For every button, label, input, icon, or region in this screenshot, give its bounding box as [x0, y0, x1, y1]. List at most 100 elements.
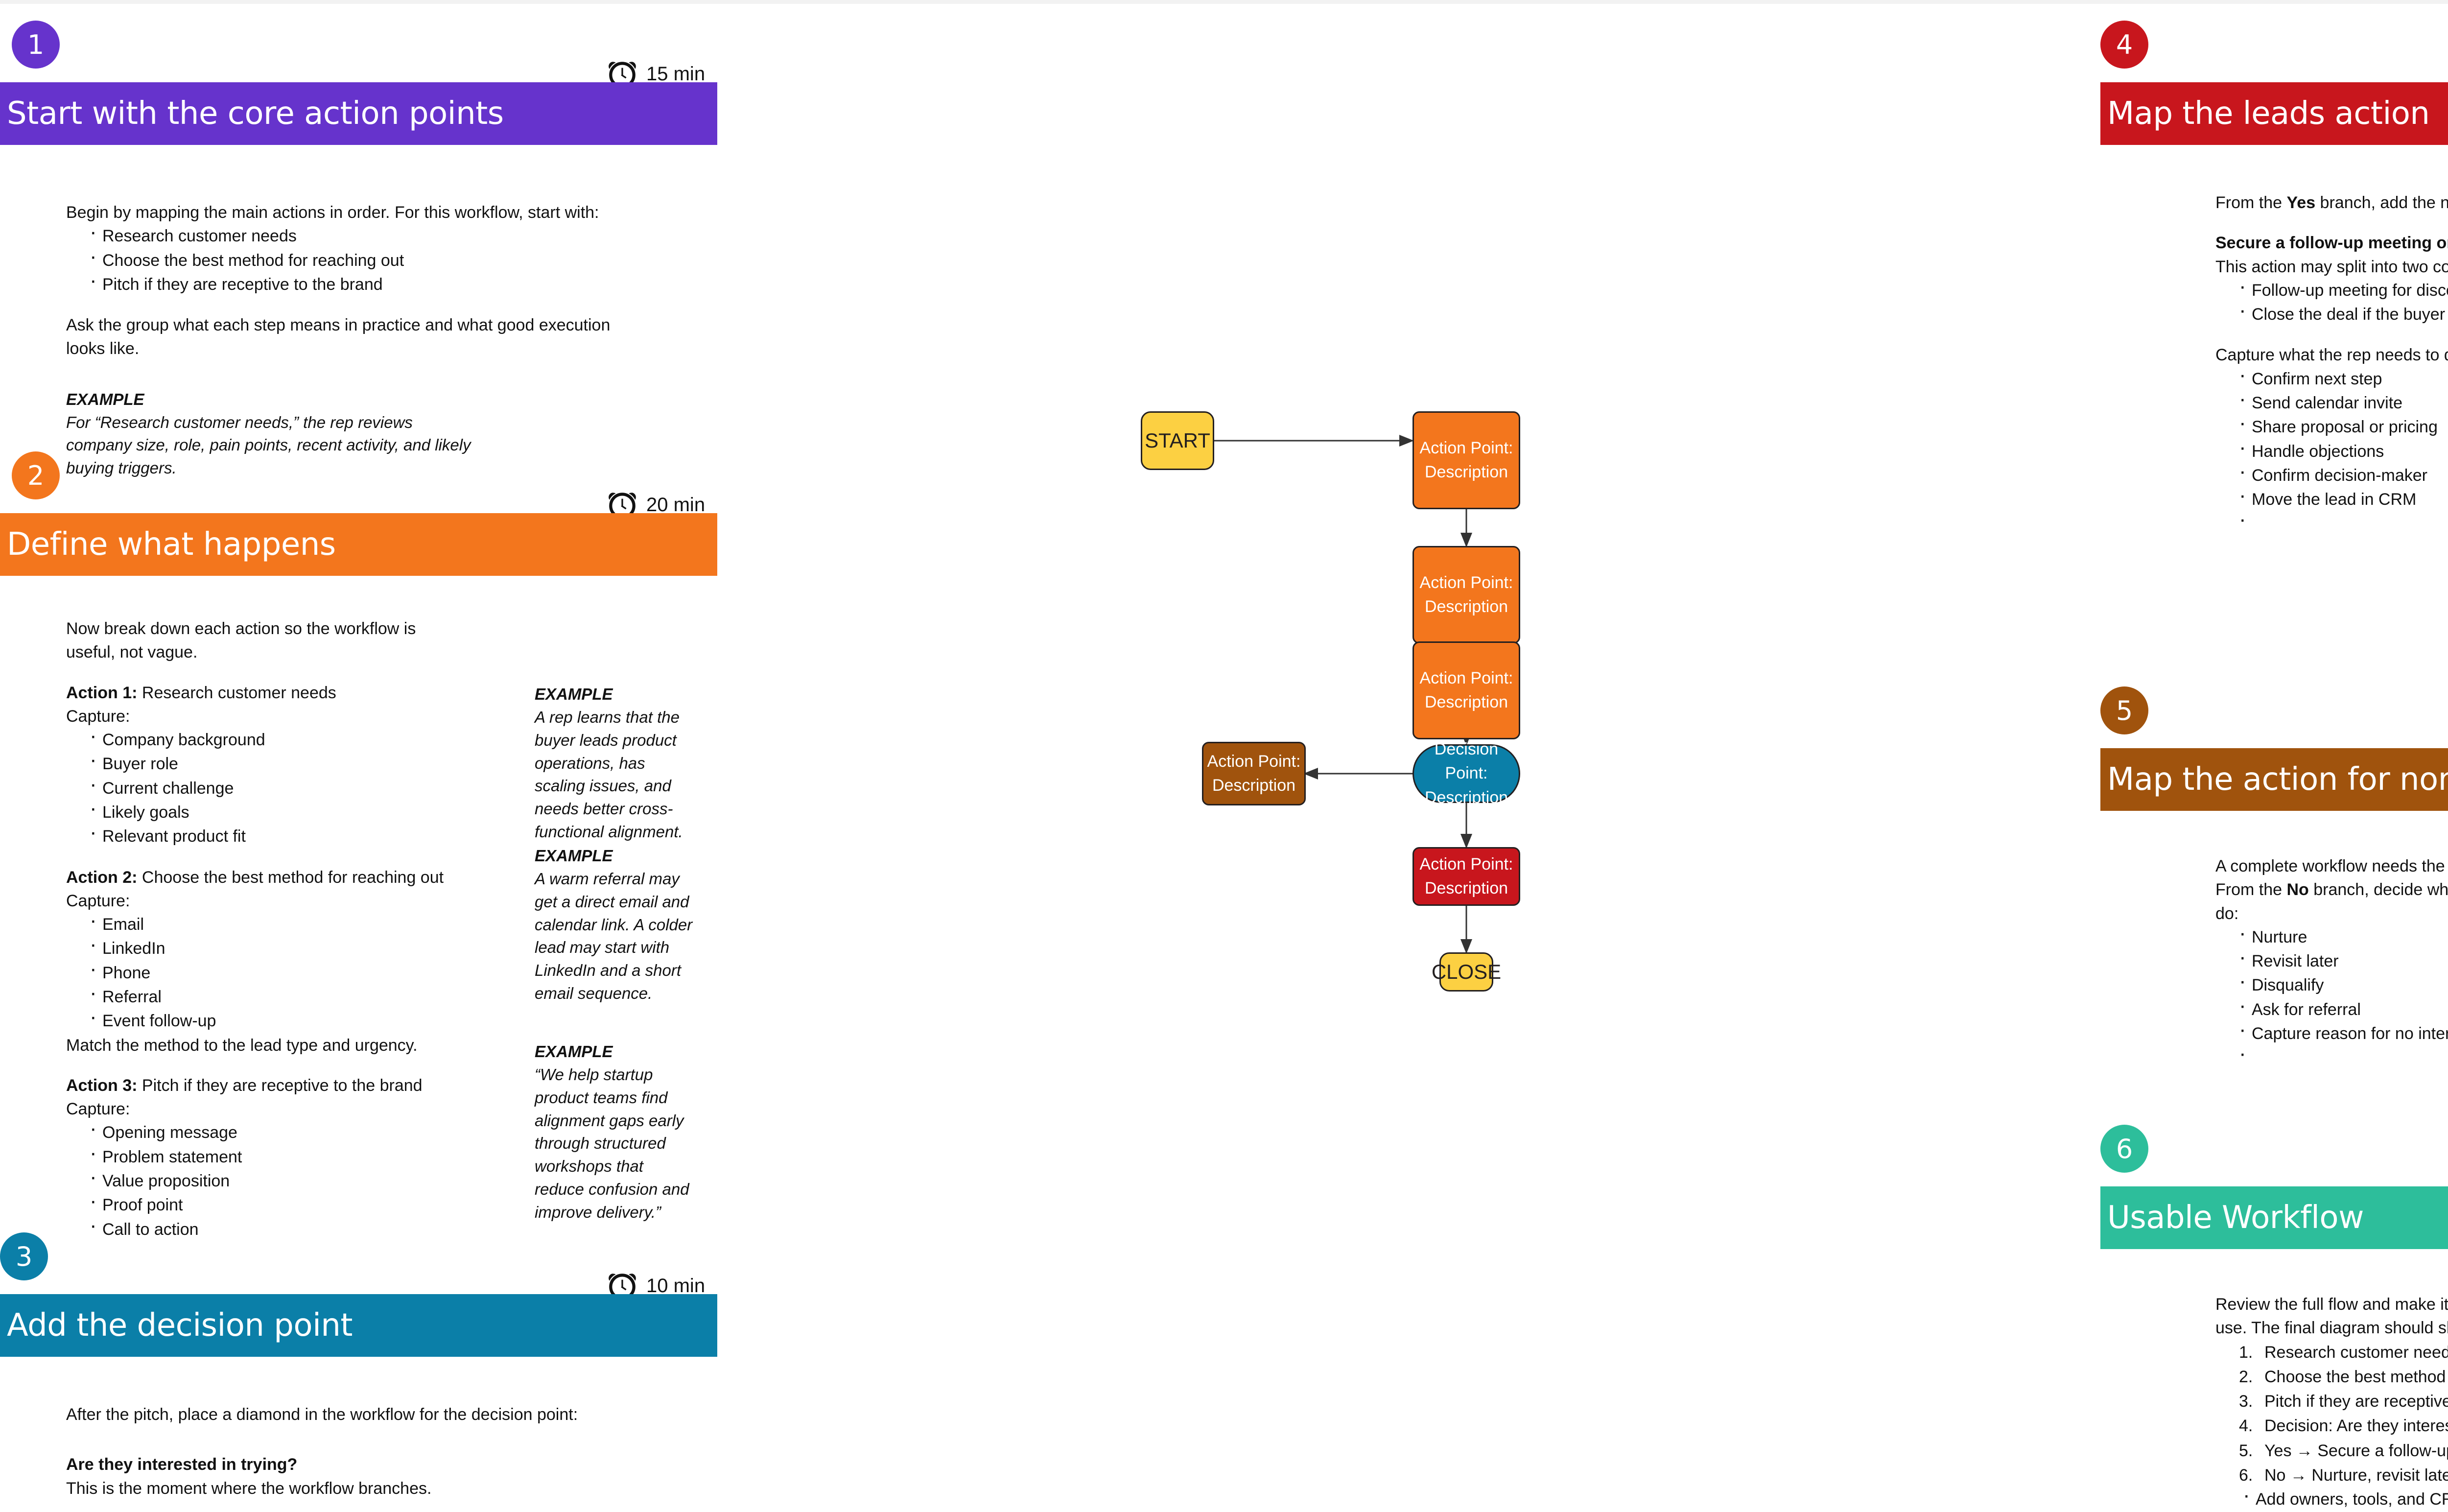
list-item: Handle objections [2235, 437, 2448, 464]
intro-prefix: From the [2215, 193, 2287, 212]
list-item: Follow-up meeting for discovery, demo, o… [2235, 276, 2448, 303]
step-2-body: Now break down each action so the workfl… [66, 617, 546, 1242]
step-2-title-bar: Define what happens [0, 513, 717, 576]
flow-node-start[interactable]: START [1141, 411, 1214, 470]
step-3-title-bar: Add the decision point [0, 1294, 717, 1357]
flow-node-action3[interactable]: Action Point: Description [1412, 641, 1520, 739]
step-6-header: 6 15 min [2100, 1114, 2448, 1187]
list-item: Yes → Secure a follow-up meeting or clos… [2239, 1439, 2448, 1464]
flow-node-noaction[interactable]: Action Point: Description [1202, 742, 1306, 805]
list-item: Referral [86, 982, 546, 1009]
step-5-header: 5 10 min [2100, 676, 2448, 749]
step-2-title: Define what happens [7, 526, 336, 563]
step-2-action-2-heading: Action 2: Choose the best method for rea… [66, 866, 546, 889]
subhead-text: Secure a follow-up meeting or close the … [2215, 234, 2448, 253]
list-item: Add owners, tools, and CRM stage names i… [2239, 1485, 2448, 1512]
flow-node-yesaction-line2: Description [1424, 879, 1508, 898]
example-text: “We help startup product teams find alig… [535, 1065, 689, 1222]
step-6-title: Usable Workflow [2107, 1200, 2364, 1236]
step-3-title: Add the decision point [7, 1307, 353, 1344]
list-item: Opening message [86, 1118, 546, 1145]
list-item: Confirm decision-maker [2235, 461, 2448, 488]
step-card-3: 3 10 min Add the decision point After th… [0, 1222, 720, 1498]
flow-node-action2-line1: Action Point: [1419, 573, 1513, 592]
step-5-title-bar: Map the action for non-interested leads [2100, 748, 2448, 811]
step-2-action-1-heading: Action 1: Research customer needs [66, 681, 546, 705]
flow-node-close-label: CLOSE [1431, 960, 1502, 983]
list-item: Buyer role [86, 749, 546, 776]
action-label: Action 3: [66, 1076, 138, 1095]
step-1-bullets: Research customer needs Choose the best … [86, 221, 629, 297]
action-name: Choose the best method for reaching out [141, 868, 444, 887]
step-card-6: 6 15 min Usable Workflow Review the full… [2100, 1114, 2448, 1509]
list-item: Disqualify [2235, 970, 2448, 997]
step-1-title: Start with the core action points [7, 95, 504, 132]
step-2-action-1-capture: Capture: [66, 707, 130, 726]
step-4-capture-items: Confirm next step Send calendar invite S… [2235, 364, 2448, 536]
step-4-intro: From the Yes branch, add the next action… [2215, 191, 2448, 214]
flow-node-start-label: START [1145, 428, 1210, 452]
flow-node-action2[interactable]: Action Point: Description [1412, 546, 1520, 644]
step-5-items: Nurture Revisit later Disqualify Ask for… [2235, 922, 2448, 1070]
step-2-action-2-capture: Capture: [66, 891, 130, 910]
step-3-intro: After the pitch, place a diamond in the … [66, 1405, 578, 1424]
step-1-example-text: For “Research customer needs,” the rep r… [66, 413, 471, 477]
step-3-body: After the pitch, place a diamond in the … [66, 1403, 629, 1500]
flow-node-action1[interactable]: Action Point: Description [1412, 411, 1520, 509]
list-item: Research customer needs [86, 221, 629, 248]
list-item: Ask for referral [2235, 995, 2448, 1022]
step-2-action-3-heading: Action 3: Pitch if they are receptive to… [66, 1074, 546, 1097]
step-2-action-2-items: Email LinkedIn Phone Referral Event foll… [86, 910, 546, 1033]
list-item: Move the lead in CRM [2235, 485, 2448, 512]
flow-node-action2-line2: Description [1424, 597, 1508, 616]
list-item: Close the deal if the buyer is ready now [2235, 300, 2448, 327]
list-item: No → Nurture, revisit later, or disquali… [2239, 1463, 2448, 1488]
step-card-1: 1 15 min Start with the core action poin… [0, 10, 720, 477]
top-strip [0, 0, 2448, 4]
example-text: A warm referral may get a direct email a… [535, 869, 693, 1003]
flow-node-close[interactable]: CLOSE [1432, 952, 1501, 992]
flow-node-decision[interactable]: Decision Point: Description [1412, 740, 1520, 807]
step-2-example-1: EXAMPLE A rep learns that the buyer lead… [535, 683, 696, 844]
list-item: Pitch if they are receptive to the brand [86, 270, 629, 297]
step-3-header: 3 10 min [0, 1222, 720, 1300]
action-label: Action 1: [66, 683, 138, 702]
flow-node-action3-line1: Action Point: [1419, 668, 1513, 687]
example-label: EXAMPLE [535, 1042, 613, 1061]
step-4-paths: Follow-up meeting for discovery, demo, o… [2235, 276, 2448, 327]
intro-prefix: A complete workflow needs the other bran… [2215, 857, 2448, 899]
flow-node-yesaction[interactable]: Action Point: Description [1412, 847, 1520, 906]
step-2-badge: 2 [12, 451, 60, 499]
step-6-intro: Review the full flow and make it practic… [2215, 1295, 2448, 1338]
step-4-subhead: Secure a follow-up meeting or close the … [2215, 231, 2448, 255]
step-6-tail: Add owners, tools, and CRM stage names i… [2239, 1485, 2448, 1512]
list-item: Research customer needs [2239, 1340, 2448, 1365]
step-2-example-2: EXAMPLE A warm referral may get a direct… [535, 845, 696, 1005]
step-card-2: 2 20 min Define what happens Now break d… [0, 441, 720, 1239]
flow-node-yesaction-line1: Action Point: [1419, 854, 1513, 874]
step-4-capture-label: Capture what the rep needs to do: [2215, 346, 2448, 365]
list-item: Share proposal or pricing [2235, 412, 2448, 439]
step-1-timer: 15 min [606, 58, 705, 90]
step-1-example-label: EXAMPLE [66, 390, 144, 408]
step-1-badge: 1 [12, 21, 60, 69]
list-item: Likely goals [86, 798, 546, 825]
flow-node-decision-line2: Description [1424, 788, 1508, 807]
list-item: Phone [86, 958, 546, 985]
intro-bold: No [2286, 880, 2309, 899]
step-5-badge: 5 [2100, 686, 2148, 734]
step-card-5: 5 10 min Map the action for non-interest… [2100, 676, 2448, 1065]
step-4-subline: This action may split into two common pa… [2215, 257, 2448, 276]
step-1-timer-label: 15 min [646, 63, 706, 85]
step-5-intro: A complete workflow needs the other bran… [2215, 854, 2448, 925]
step-3-question: Are they interested in trying? [66, 1453, 629, 1476]
action-name: Pitch if they are receptive to the brand [141, 1076, 423, 1095]
list-item: Pitch if they are receptive to the brand [2239, 1389, 2448, 1414]
step-1-closing: Ask the group what each step means in pr… [66, 316, 611, 358]
flow-node-noaction-line1: Action Point: [1207, 752, 1301, 771]
step-5-title: Map the action for non-interested leads [2107, 761, 2448, 798]
step-3-badge: 3 [0, 1232, 48, 1280]
list-item: Nurture [2235, 922, 2448, 949]
list-item: Choose the best method for reaching out [2239, 1365, 2448, 1390]
step-1-title-bar: Start with the core action points [0, 82, 717, 145]
